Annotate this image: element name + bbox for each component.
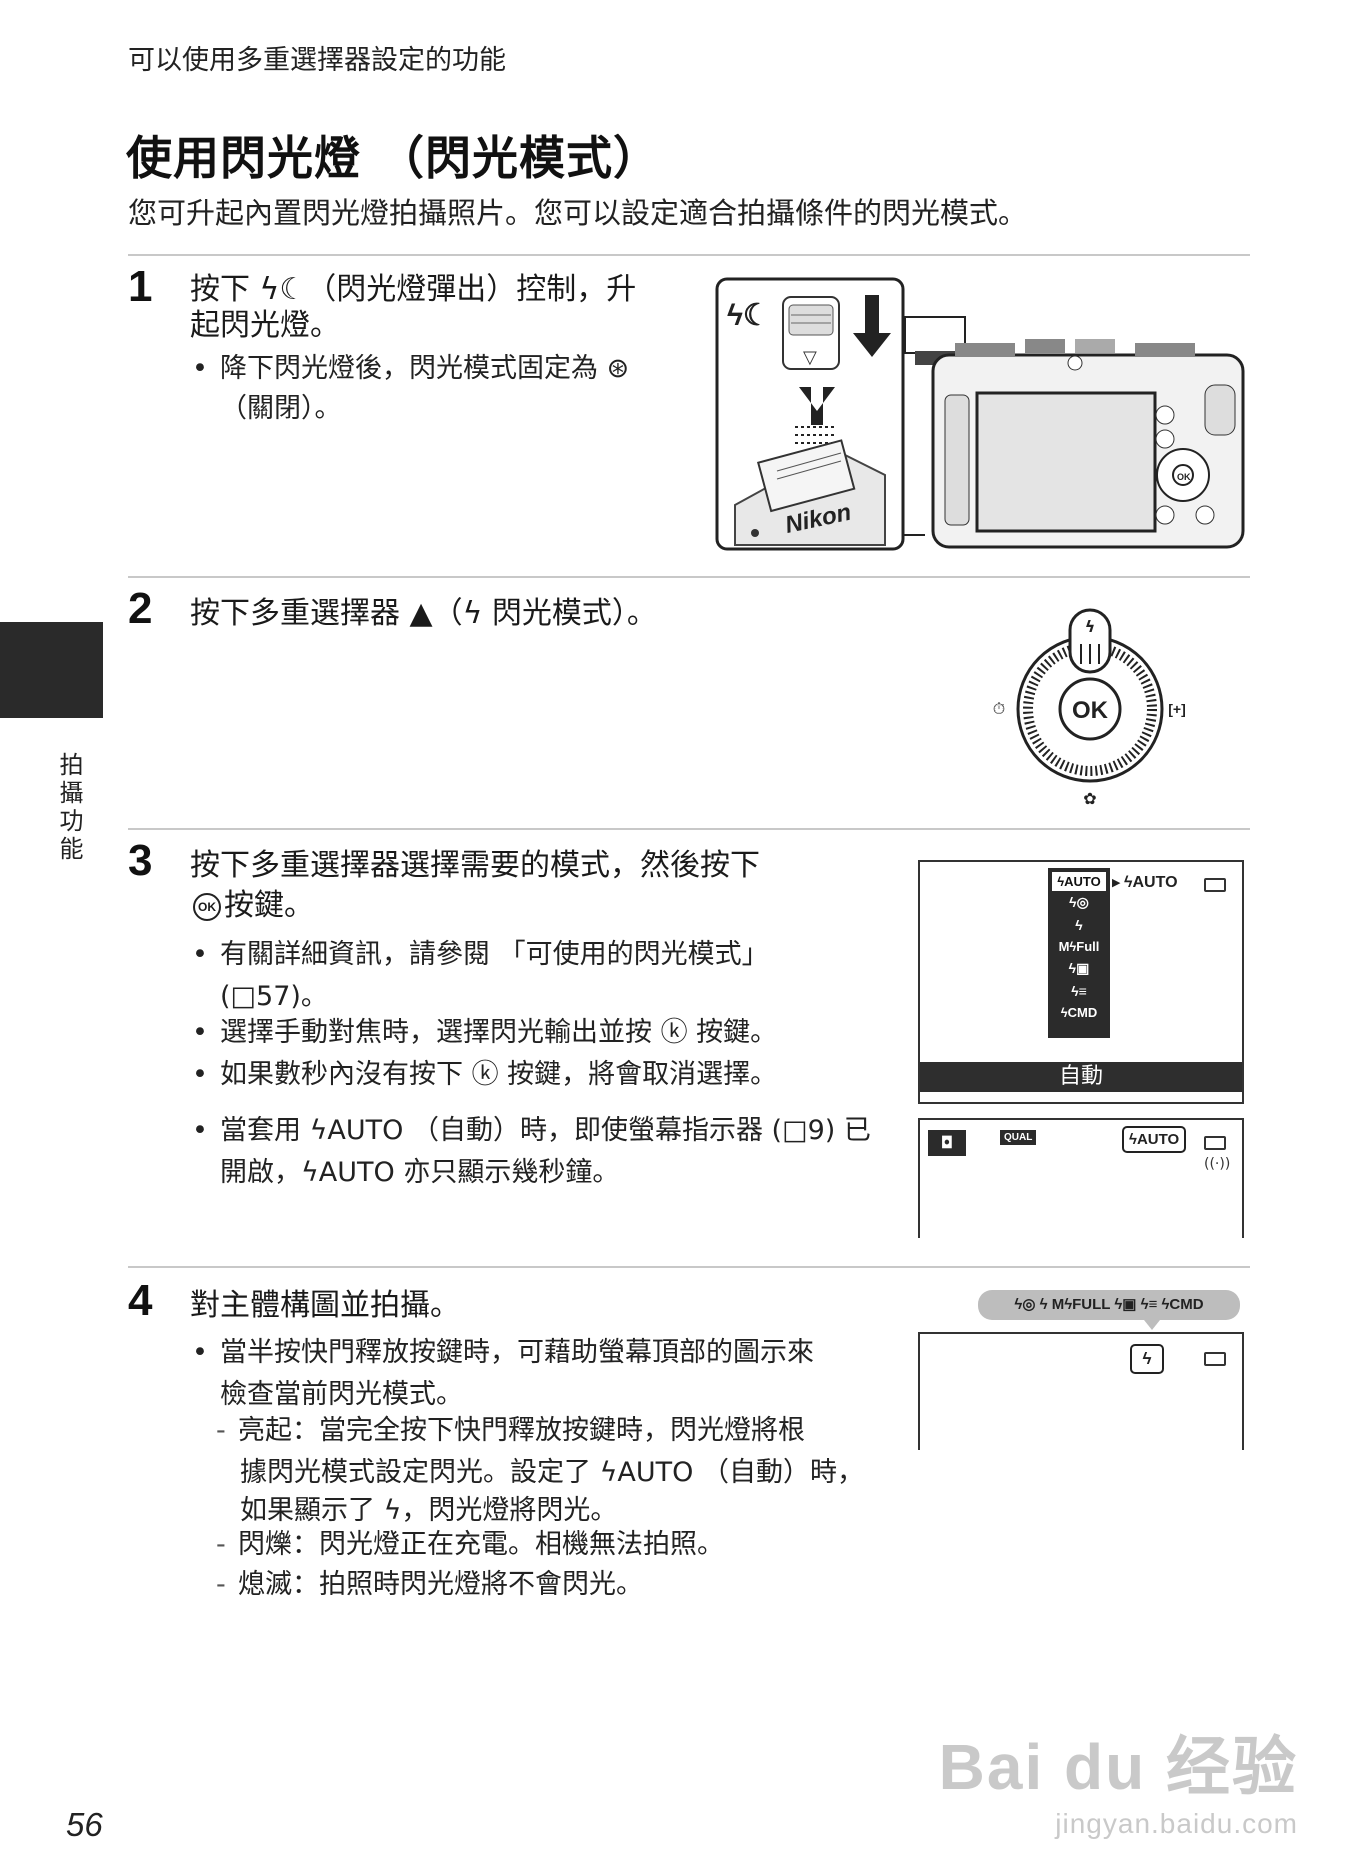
divider [128,576,1250,578]
section-label: 拍攝功能 [55,752,83,864]
step-text: 按下 ϟ☾（閃光燈彈出）控制，升 [190,272,637,307]
divider [128,1266,1250,1268]
shooting-screen: ϟ [918,1332,1244,1450]
step-number: 3 [128,836,153,885]
step-text: 按下多重選擇器 ▲（ϟ 閃光模式）。 [190,596,657,631]
svg-text:ϟ: ϟ [1085,617,1096,636]
step-number: 4 [128,1276,153,1325]
chevron-right-icon: ▶ [1112,876,1121,889]
sub-item: 亮起：當完全按下快門釋放按鍵時，閃光燈將根 [214,1412,805,1449]
flash-ready-icon: ϟ [1130,1344,1164,1374]
watermark: Bai du 经验 jingyan.baidu.com [939,1716,1298,1840]
flash-mode-item: MϟFull [1058,939,1100,954]
bullet-continuation: （關閉）。 [220,393,342,424]
svg-text:✿: ✿ [1083,789,1096,808]
bullet-item: 降下閃光燈後，閃光模式固定為 ⊛ [190,350,629,387]
svg-text:▽: ▽ [803,347,817,368]
svg-text:OK: OK [1177,472,1191,482]
camera-icon: ◘ [928,1130,966,1156]
svg-text:⏱: ⏱ [993,699,1005,718]
flash-mode-menu-screen: ϟAUTO ϟ◎ ϟ MϟFull ϟ▣ ϟ≡ ϟCMD ▶ ϟAUTO 自動 [918,860,1244,1104]
flash-mode-item: ϟCMD [1060,1005,1098,1020]
pointer-icon [1144,1320,1160,1330]
step-number: 2 [128,584,153,633]
step-text: 對主體構圖並拍攝。 [190,1288,460,1323]
multi-selector-dial: OK ϟ ⏱ [+] ✿ [985,596,1195,820]
image-quality-icon: QUAL [1000,1130,1037,1145]
svg-text:ϟ☾: ϟ☾ [727,299,770,332]
page-number: 56 [66,1806,103,1843]
vibration-reduction-icon: ((·)) [1204,1156,1231,1172]
flash-mode-item: ϟ [1075,917,1083,933]
bullet-item: 如果數秒內沒有按下 ⓚ 按鍵，將會取消選擇。 [190,1056,777,1093]
battery-icon [1204,1352,1226,1366]
page-title: 使用閃光燈 （閃光模式） [126,131,661,185]
step-number: 1 [128,262,153,311]
flash-mode-item: ϟ≡ [1071,983,1087,999]
flash-mode-strip: ϟ◎ ϟ MϟFULL ϟ▣ ϟ≡ ϟCMD [978,1290,1240,1320]
watermark-url: jingyan.baidu.com [1055,1808,1298,1839]
selected-flash-mode: ϟAUTO [1124,874,1178,891]
flash-auto-icon: ϟAUTO [1122,1126,1187,1153]
sub-item-continuation: 據閃光模式設定閃光。設定了 ϟAUTO （自動）時， [240,1457,864,1488]
battery-icon [1204,878,1226,892]
flash-mode-item: ϟ▣ [1068,960,1090,976]
bullet-continuation: (□57)。 [220,981,328,1012]
step-text: 按下多重選擇器選擇需要的模式，然後按下 [190,848,760,883]
watermark-brand: Bai du 经验 [938,1731,1298,1803]
sub-item: 熄滅：拍照時閃光燈將不會閃光。 [214,1566,643,1603]
flash-mode-list: ϟAUTO ϟ◎ ϟ MϟFull ϟ▣ ϟ≡ ϟCMD [1048,868,1110,1038]
battery-icon [1204,1136,1226,1150]
bullet-item: 選擇手動對焦時，選擇閃光輸出並按 ⓚ 按鍵。 [190,1014,777,1051]
bullet-continuation: 檢查當前閃光模式。 [220,1379,463,1410]
bullet-continuation: 開啟，ϟAUTO 亦只顯示幾秒鐘。 [220,1157,620,1188]
running-header: 可以使用多重選擇器設定的功能 [128,45,506,76]
ok-button-icon: OK [193,892,221,921]
bullet-item: 當套用 ϟAUTO （自動）時，即使螢幕指示器 (□9) 已 [190,1112,871,1149]
divider [128,828,1250,830]
intro-text: 您可升起內置閃光燈拍攝照片。您可以設定適合拍攝條件的閃光模式。 [128,196,1028,230]
shooting-screen: ◘ QUAL ϟAUTO ((·)) [918,1118,1244,1238]
svg-text:[+]: [+] [1168,701,1186,717]
step-text: 起閃光燈。 [190,308,340,343]
svg-text:OK: OK [1072,697,1109,724]
divider [128,254,1250,256]
menu-caption: 自動 [920,1062,1242,1092]
flash-mode-item: ϟAUTO [1052,872,1106,891]
bullet-item: 有關詳細資訊，請參閱 「可使用的閃光模式」 [190,936,769,973]
flash-mode-item: ϟ◎ [1069,894,1089,910]
sub-item-continuation: 如果顯示了 ϟ，閃光燈將閃光。 [240,1495,618,1526]
sub-item: 閃爍：閃光燈正在充電。相機無法拍照。 [214,1526,724,1563]
section-tab [0,622,103,718]
bullet-item: 當半按快門釋放按鍵時，可藉助螢幕頂部的圖示來 [190,1334,814,1371]
camera-illustration: ϟ☾ ▽ Nikon OK [715,275,1255,553]
